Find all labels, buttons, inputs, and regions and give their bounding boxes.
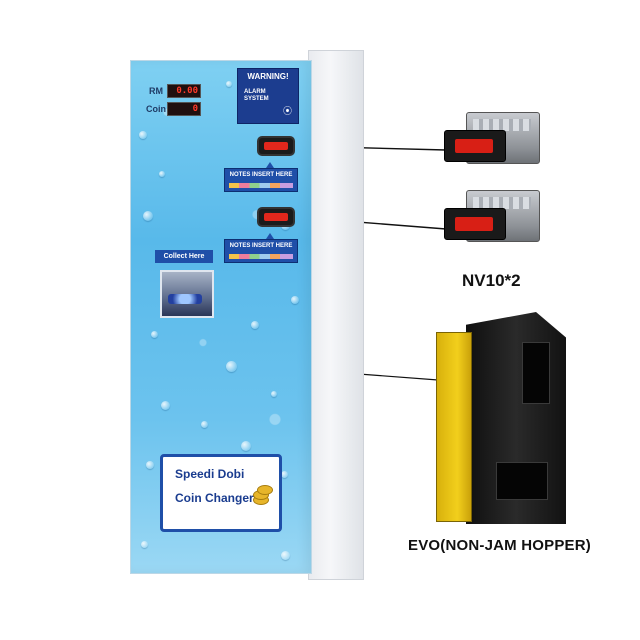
warning-title: WARNING! (247, 72, 289, 81)
brand-line-2: Coin Changer (175, 491, 254, 505)
cabinet-side-panel (308, 50, 364, 580)
collect-here-label: Collect Here (155, 250, 213, 263)
note-slot-1[interactable] (259, 138, 293, 154)
nv10-red-bezel (444, 208, 506, 240)
display-coin-led: 0 (167, 102, 201, 116)
arrow-up-icon (266, 162, 274, 168)
hopper-slot-lower (496, 462, 548, 500)
banknote-strip-2 (229, 254, 293, 259)
warning-alarm-sign: WARNING! ALARM SYSTEM ⦿ (237, 68, 299, 124)
display-rm-led: 0.00 (167, 84, 201, 98)
hopper-housing (466, 312, 566, 524)
coin-stack-icon (249, 483, 273, 505)
warning-fine-print (241, 83, 295, 87)
warning-alarm-line1: ALARM (244, 89, 266, 95)
notes-insert-panel-2: NOTES INSERT HERE (224, 239, 298, 263)
notes-insert-label-1: NOTES INSERT HERE (229, 172, 293, 178)
nv10-red-bezel (444, 130, 506, 162)
nv10-bill-validator-2 (444, 190, 540, 246)
brand-panel: Speedi Dobi Coin Changer (160, 454, 282, 532)
wifi-icon: ⦿ (282, 106, 292, 116)
display-coin-label: Coin (146, 104, 166, 114)
hopper-yellow-chute (436, 332, 472, 522)
banknote-strip-1 (229, 183, 293, 188)
brand-line-1: Speedi Dobi (175, 467, 245, 481)
coin-collect-tray[interactable] (160, 270, 214, 318)
note-slot-2[interactable] (259, 209, 293, 225)
hopper-slot-upper (522, 342, 550, 404)
notes-insert-label-2: NOTES INSERT HERE (229, 243, 293, 249)
evo-hopper (436, 312, 568, 524)
notes-insert-panel-1: NOTES INSERT HERE (224, 168, 298, 192)
nv10-caption: NV10*2 (462, 271, 521, 290)
display-rm-label: RM (149, 86, 163, 96)
warning-alarm-line2: SYSTEM (244, 96, 269, 102)
nv10-bill-validator-1 (444, 112, 540, 168)
arrow-up-icon (266, 233, 274, 239)
hopper-caption: EVO(NON-JAM HOPPER) (408, 537, 591, 554)
